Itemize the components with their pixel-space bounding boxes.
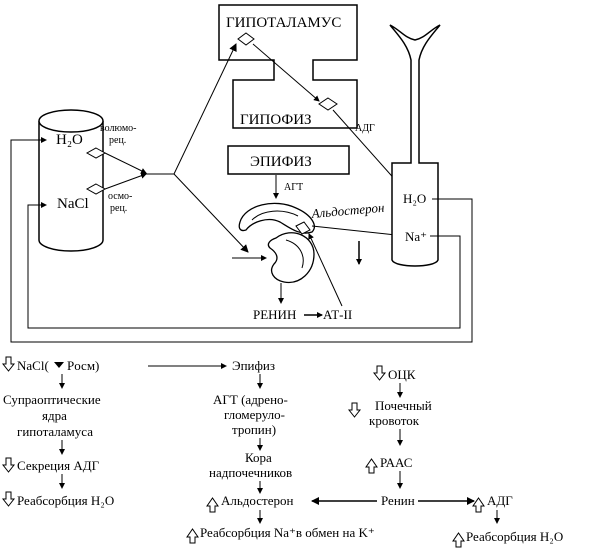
- down-filled-triangle-icon: [54, 362, 64, 368]
- tube-na-label: Na⁺: [405, 229, 427, 244]
- ock-label: ОЦК: [388, 367, 416, 382]
- adh-secretion-label: Секреция АДГ: [17, 458, 100, 473]
- volume-receptor-label-1: волюмо-: [100, 123, 137, 134]
- up-hollow-icon-2: [186, 528, 199, 544]
- tube-h2o-label: H₂O: [403, 191, 426, 206]
- aldosterone-top-label: Альдостерон: [310, 200, 385, 221]
- adh-top-label: АДГ: [355, 123, 375, 134]
- agt-line3: тропин): [232, 422, 276, 437]
- h2o-feedback-line: [10, 137, 473, 343]
- up-hollow-icon-5: [452, 532, 465, 548]
- na-feedback-line: [27, 202, 461, 329]
- aldosterone-arrow: [311, 225, 406, 239]
- vessel-top: [38, 109, 104, 133]
- supraoptic-line3: гипоталамуса: [17, 424, 93, 439]
- down-hollow-icon: [1, 356, 16, 372]
- pituitary-label: ГИПОФИЗ: [240, 112, 312, 128]
- supraoptic-line2: ядра: [42, 408, 67, 423]
- down-hollow-icon-3: [1, 491, 16, 507]
- agt-top-label: АГТ: [284, 182, 303, 193]
- vessel-nacl-label: NaCl: [57, 196, 89, 212]
- reabsorption-na-label: Реабсорбция Na⁺в обмен на K⁺: [200, 525, 375, 540]
- collecting-tube: [389, 24, 441, 267]
- hypothalamus-pituitary-outline: [218, 4, 358, 129]
- renin-bottom-label: Ренин: [381, 493, 415, 508]
- osmo-receptor-label-1: осмо-: [108, 191, 132, 202]
- cortex-line1: Кора: [245, 450, 272, 465]
- kidney: [267, 232, 315, 284]
- reabsorption-h2o-down-label: Реабсорбция H₂O: [17, 493, 114, 508]
- aldosterone-bottom-label: Альдостерон: [221, 493, 293, 508]
- branch-to-hypothalamus-arrow: [173, 43, 237, 175]
- up-hollow-icon: [206, 497, 219, 513]
- volume-receptor-diamond: [85, 147, 107, 159]
- epiphysis-label: ЭПИФИЗ: [250, 154, 312, 170]
- agt-line1: АГТ (адрено-: [213, 392, 288, 407]
- kidney-inner-line: [285, 239, 304, 269]
- down-hollow-icon-2: [1, 457, 16, 473]
- pituitary-receptor-diamond: [318, 97, 338, 111]
- epiphysis-box: [227, 145, 350, 175]
- hypothalamus-label: ГИПОТАЛАМУС: [226, 15, 341, 31]
- epiphysis-bottom-label: Эпифиз: [232, 358, 275, 373]
- vessel-h2o-label: H₂O: [56, 132, 83, 148]
- osmo-receptor-label-2: рец.: [110, 203, 127, 214]
- supraoptic-line1: Супраоптические: [3, 392, 101, 407]
- adrenal-gland: [238, 202, 315, 234]
- hypothalamus-to-pituitary-arrow: [252, 43, 320, 102]
- agt-line2: гломеруло-: [224, 407, 285, 422]
- down-hollow-icon-4: [372, 365, 387, 381]
- adrenal-inner-line: [251, 210, 299, 221]
- posm-label: Pосм): [67, 358, 99, 373]
- volume-receptor-label-2: рец.: [109, 135, 126, 146]
- at2-label: АТ-II: [323, 307, 352, 322]
- at2-to-adrenal-arrow: [308, 233, 343, 307]
- up-hollow-icon-4: [472, 497, 485, 513]
- hypothalamus-receptor-diamond: [237, 32, 255, 46]
- volume-receptor-link: [104, 152, 147, 174]
- reabsorption-h2o-up-label: Реабсорбция H₂O: [466, 529, 563, 544]
- osmo-receptor-diamond: [85, 183, 107, 195]
- raas-label: РААС: [380, 455, 412, 470]
- osmo-receptor-link: [104, 172, 147, 190]
- cortex-line2: надпочечников: [209, 465, 292, 480]
- renin-top-label: РЕНИН: [253, 307, 296, 322]
- up-hollow-icon-3: [365, 458, 378, 474]
- adrenal-receptor: [295, 221, 311, 235]
- branch-to-kidney-arrow: [173, 173, 249, 253]
- nacl-bottom-label: NaCl(: [17, 358, 49, 373]
- renal-flow-line2: кровоток: [369, 413, 420, 428]
- renal-flow-line1: Почечный: [375, 398, 432, 413]
- adh-bottom-label: АДГ: [487, 493, 513, 508]
- down-hollow-icon-5: [347, 402, 362, 418]
